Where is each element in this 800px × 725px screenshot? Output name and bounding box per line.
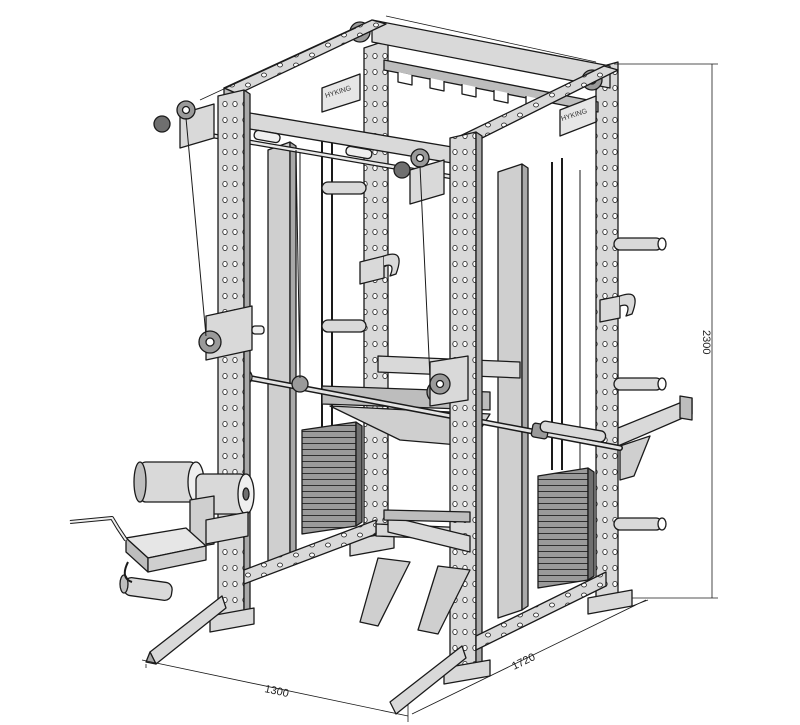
front-left-upright (209, 89, 255, 633)
logo-plate-right (559, 95, 597, 137)
depth-dimension-line (411, 599, 647, 715)
rear-left-upright (363, 39, 389, 541)
center-pulley (429, 355, 469, 407)
rear-left-storage-pegs (321, 181, 367, 333)
roller-pad-upper (133, 461, 255, 515)
left-top-side-beam (223, 19, 387, 95)
front-top-assembly (153, 100, 473, 205)
left-cable-tower (267, 136, 363, 565)
front-right-pulley (393, 148, 445, 205)
right-foot (389, 645, 467, 715)
logo-plate-left (321, 73, 361, 113)
dip-attachment (617, 395, 693, 481)
front-feet (145, 595, 467, 715)
seat-pad (125, 527, 207, 573)
rear-right-storage-pegs (613, 237, 667, 531)
front-left-pulley (153, 100, 215, 149)
footplates (359, 557, 471, 635)
width-dimension-label: 1300 (263, 683, 289, 700)
width-dimension-line (141, 659, 409, 717)
right-cable-tower (497, 158, 595, 619)
bottom-side-beams (243, 509, 607, 651)
cables (185, 117, 431, 379)
dimension-lines (141, 15, 718, 722)
right-weight-stack (537, 467, 589, 589)
rear-top-beam (371, 19, 611, 89)
depth-dimension-label: 1720 (510, 651, 537, 673)
left-weight-stack (301, 421, 357, 535)
leg-developer-attachment (69, 461, 255, 601)
height-dimension-label: 2300 (700, 330, 712, 354)
j-hooks (359, 253, 636, 323)
rear-beam-hooks (397, 72, 541, 110)
left-side-pulley (198, 305, 265, 361)
